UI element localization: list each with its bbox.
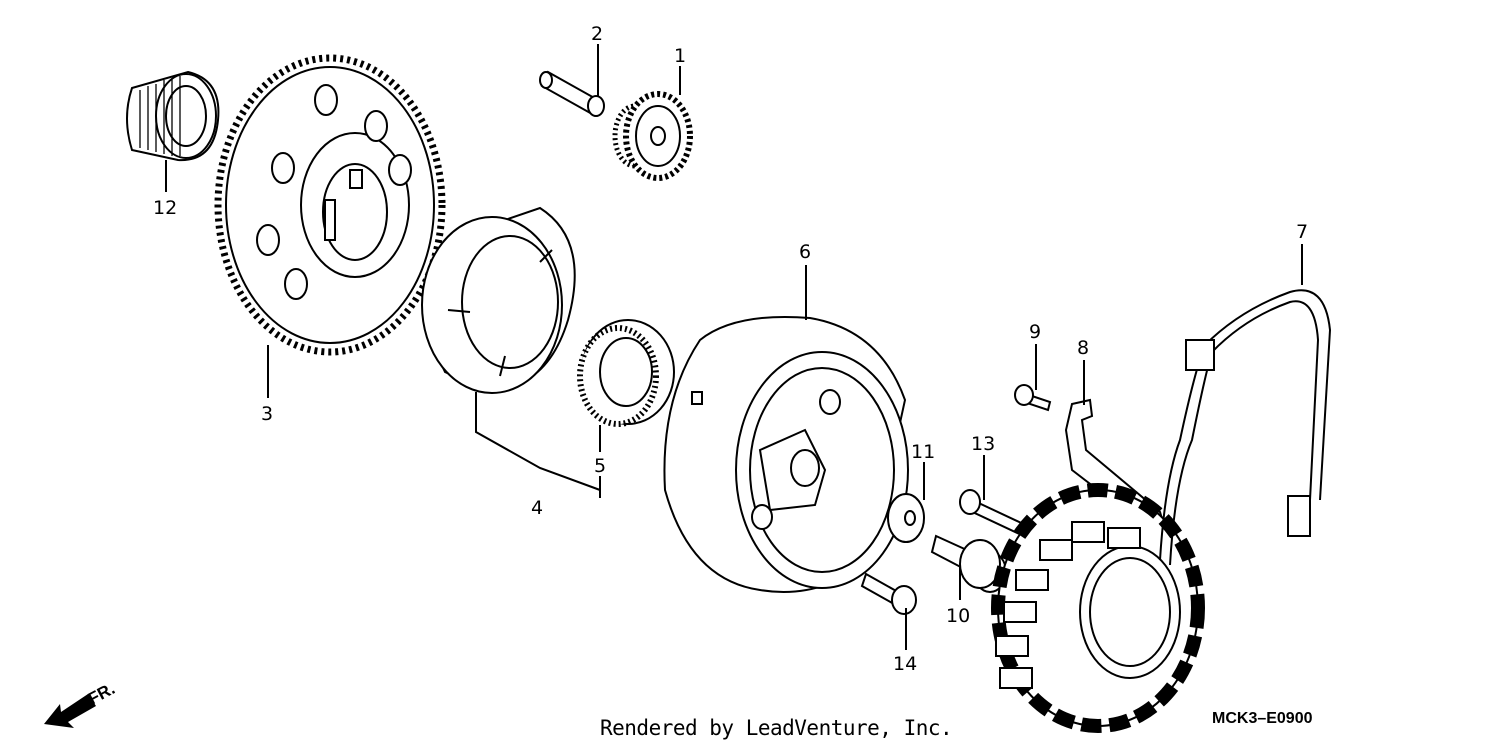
clutch-outer-part[interactable] [421,206,576,394]
callout-1: 1 [674,45,686,67]
washer-part[interactable] [887,493,925,543]
callout-3: 3 [261,403,273,425]
front-arrow-icon [44,694,96,728]
callout-11: 11 [911,441,935,463]
callout-labels: 1 2 3 4 5 6 7 8 9 10 11 12 13 14 [153,23,1308,675]
reduction-gear-part[interactable] [612,91,693,181]
clamp-bolt-part[interactable] [1014,384,1052,412]
callout-10: 10 [946,605,970,627]
callout-7: 7 [1296,221,1308,243]
leader-lines [165,44,1303,650]
callout-13: 13 [971,433,995,455]
flange-bolt-part[interactable] [930,534,1007,593]
starter-driven-gear-part[interactable] [214,54,446,356]
stator-part[interactable] [991,289,1332,733]
dowel-pin-part[interactable] [539,70,605,117]
callout-8: 8 [1077,337,1089,359]
front-direction-indicator: FR. [44,679,118,728]
callout-14: 14 [893,653,917,675]
one-way-clutch-part[interactable] [577,319,675,427]
callout-9: 9 [1029,321,1041,343]
callout-5: 5 [594,455,606,477]
callout-2: 2 [591,23,603,45]
callout-12: 12 [153,197,177,219]
diagram-code: MCK3–E0900 [1212,710,1313,727]
flywheel-part[interactable] [663,315,909,593]
flywheel-bolt-part[interactable] [860,572,917,615]
needle-bearing-part[interactable] [126,70,220,162]
wire-clamp-part[interactable] [1064,398,1166,532]
callout-4: 4 [531,497,543,519]
render-credit: Rendered by LeadVenture, Inc. [600,716,953,740]
callout-6: 6 [799,241,811,263]
